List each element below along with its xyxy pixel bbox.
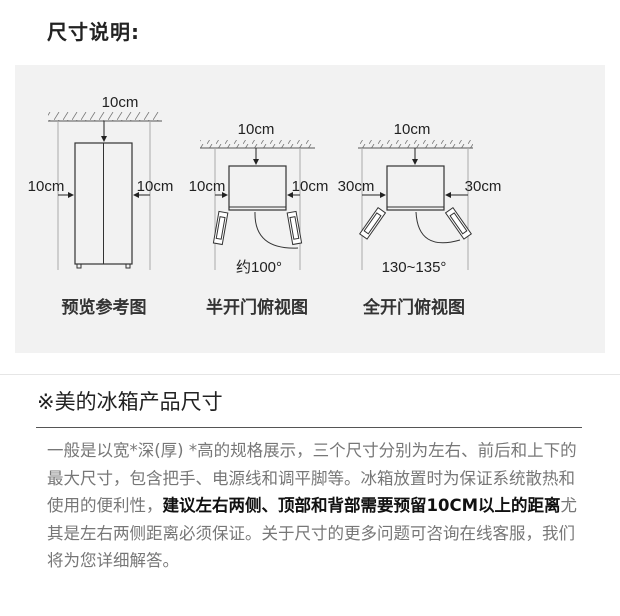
door-angle-label: 约100°: [236, 259, 282, 276]
top-clearance-label: 10cm: [394, 121, 431, 138]
diagram-caption: 半开门俯视图: [206, 297, 308, 318]
description-text-continued: 尤其是左右两侧距离必须保证。关于尺寸的更多问题可咨询在线客服，我们将为您详细解答…: [47, 496, 577, 570]
right-clearance-label: 10cm: [292, 178, 329, 195]
description-paragraph: 一般是以宽*深(厚) *高的规格展示，三个尺寸分别为左右、前后和上下的最大尺寸，…: [47, 437, 587, 575]
clearance-diagrams: 10cm 10cm 10cm 预览参考图 10cm 10cm 10cm 约100…: [28, 94, 502, 318]
left-clearance-label: 10cm: [28, 178, 65, 195]
right-clearance-label: 10cm: [137, 178, 174, 195]
preview-reference-diagram: 10cm 10cm 10cm 预览参考图: [28, 94, 174, 318]
top-clearance-label: 10cm: [102, 94, 139, 111]
left-clearance-label: 10cm: [189, 178, 226, 195]
diagram-caption: 预览参考图: [62, 297, 147, 318]
dimension-diagrams-panel: 10cm 10cm 10cm 预览参考图 10cm 10cm 10cm 约100…: [15, 65, 605, 353]
full-open-top-view-diagram: 10cm 30cm 30cm 130~135° 全开门俯视图: [338, 121, 502, 318]
section-heading: ※美的冰箱产品尺寸: [37, 390, 223, 414]
heading-underline: [36, 427, 582, 428]
right-clearance-label: 30cm: [465, 178, 502, 195]
left-clearance-label: 30cm: [338, 178, 375, 195]
clearance-recommendation: 建议左右两侧、顶部和背部需要预留10CM以上的距离: [162, 496, 561, 515]
half-open-top-view-diagram: 10cm 10cm 10cm 约100° 半开门俯视图: [189, 121, 329, 318]
description-text: 一般是以宽*深(厚) *高的规格展示，三个尺寸分别为左右、前后和上下的最大尺寸，…: [47, 441, 577, 515]
door-angle-label: 130~135°: [382, 259, 447, 276]
diagram-caption: 全开门俯视图: [362, 297, 465, 318]
section-divider: [0, 374, 620, 375]
top-clearance-label: 10cm: [238, 121, 275, 138]
page-title: 尺寸说明:: [47, 20, 140, 44]
